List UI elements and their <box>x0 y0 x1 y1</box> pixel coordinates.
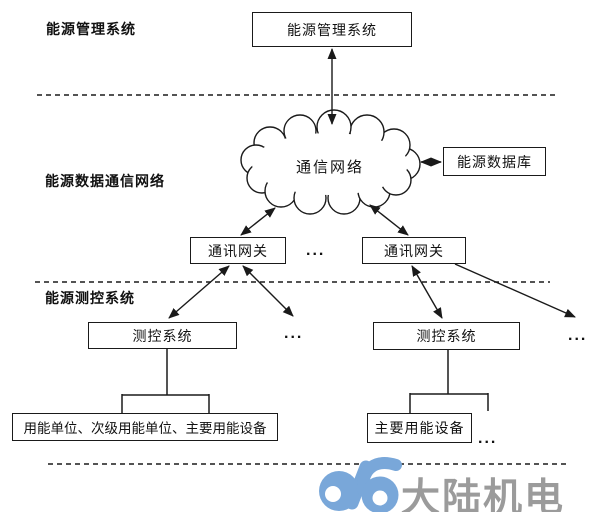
node-ems-box: 能源管理系统 <box>252 12 412 47</box>
arrow-cloud-gateway-left <box>240 207 276 236</box>
node-mc-system-right-box: 测控系统 <box>373 322 520 350</box>
section-label-management: 能源管理系统 <box>46 21 136 37</box>
node-gateway-left-box: 通讯网关 <box>190 237 286 264</box>
logo-d6-icon <box>319 457 402 512</box>
node-energy-units-box: 用能单位、次级用能单位、主要用能设备 <box>12 413 278 441</box>
arrow-gateway-left-ellipsis <box>242 265 294 317</box>
node-major-equipment-box: 主要用能设备 <box>367 413 472 443</box>
section-label-measurement-control: 能源测控系统 <box>45 290 135 306</box>
node-gateway-right-box: 通讯网关 <box>362 237 466 264</box>
ellipsis-right-of-mc-system: ... <box>568 327 588 344</box>
communication-network-cloud-shape <box>240 109 421 215</box>
node-cloud-label: 通信网络 <box>295 159 364 176</box>
ellipsis-right-of-major-equipment: ... <box>478 430 498 447</box>
arrow-cloud-gateway-right <box>369 204 409 236</box>
section-label-data-comm-network: 能源数据通信网络 <box>45 173 165 189</box>
logo-wordmark: 大陆机电 <box>401 477 566 512</box>
arrow-gateway-left-mc-left <box>168 265 230 319</box>
node-energy-database-box: 能源数据库 <box>443 147 546 176</box>
ellipsis-between-gateways: ... <box>306 242 326 259</box>
node-mc-system-left-box: 测控系统 <box>88 322 237 349</box>
ellipsis-between-mc-systems: ... <box>284 325 304 342</box>
arrow-gateway-right-ellipsis <box>454 263 576 318</box>
arrow-gateway-right-mc-right <box>411 265 443 319</box>
